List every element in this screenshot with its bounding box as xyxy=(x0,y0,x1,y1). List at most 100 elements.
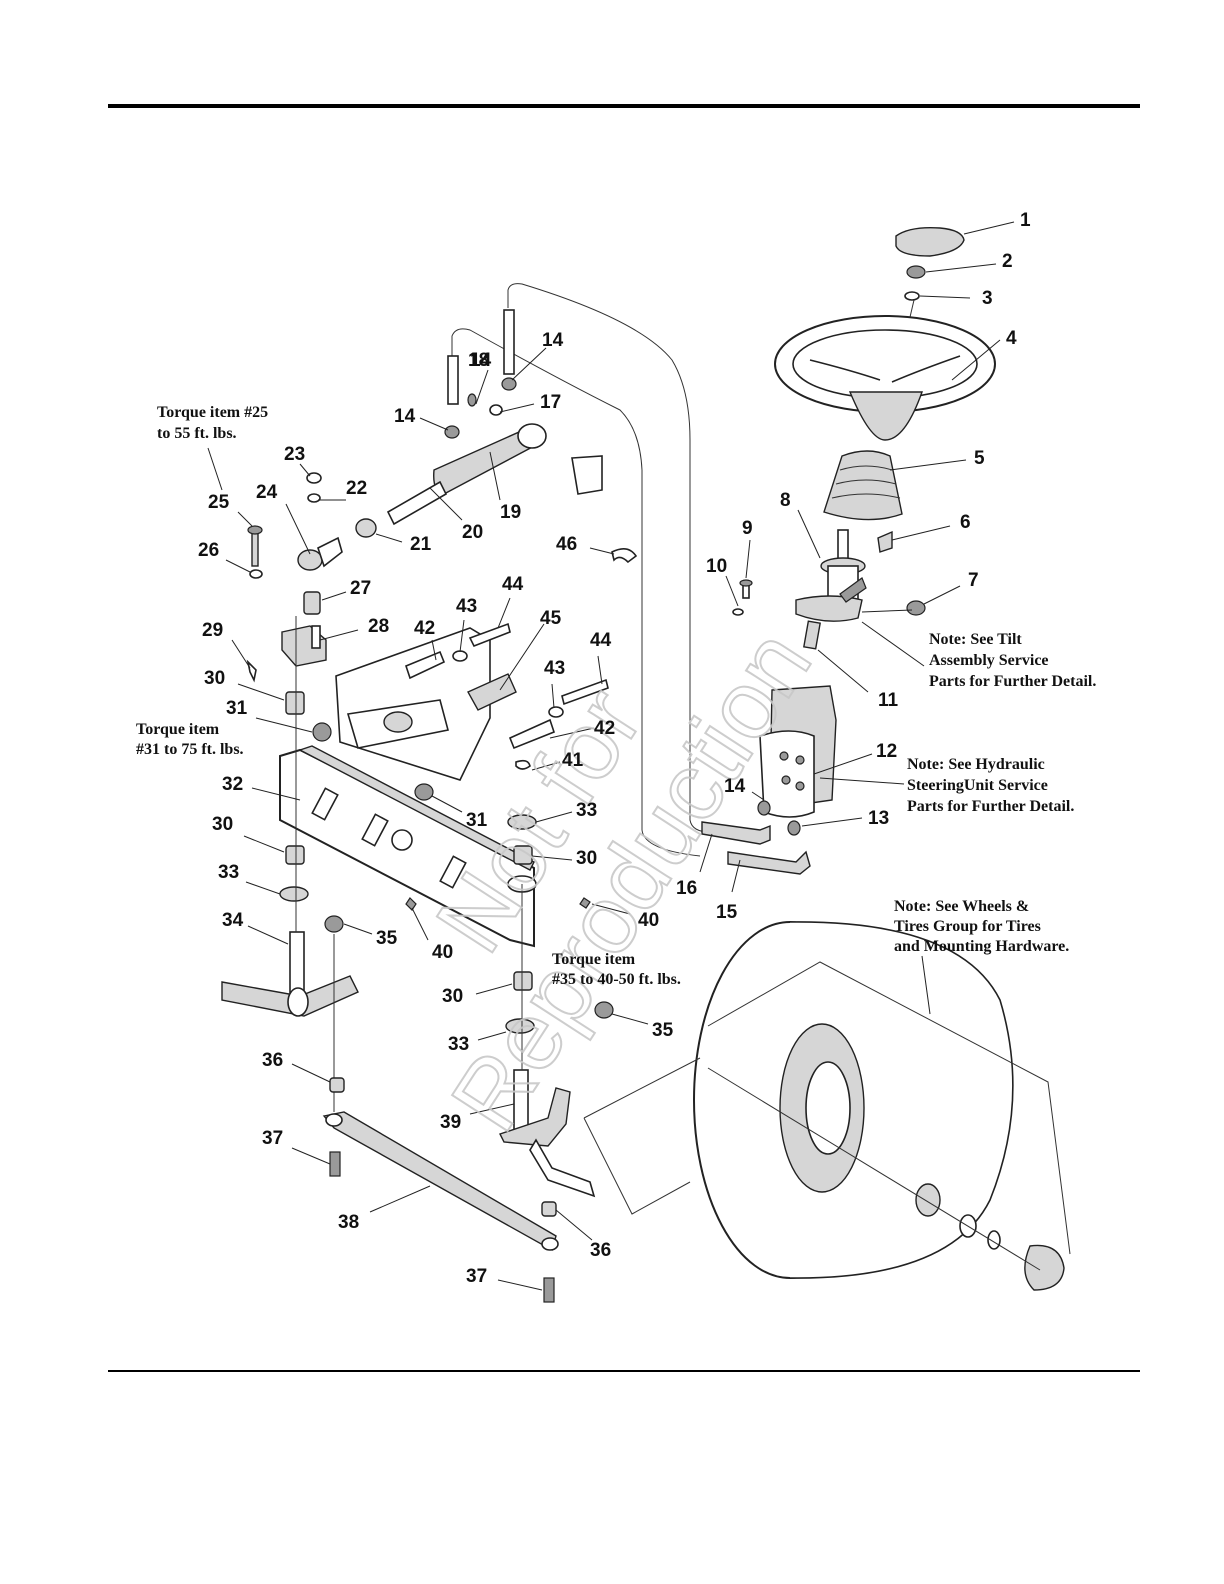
note-line: Torque item xyxy=(552,951,636,968)
axle-nut-31-right xyxy=(414,783,434,801)
lock-nut-35-right xyxy=(594,1001,614,1019)
callout: 35 xyxy=(652,1020,674,1041)
axle-pivot-bolts xyxy=(405,622,609,750)
callout: 34 xyxy=(222,910,244,931)
callout: 39 xyxy=(440,1112,461,1133)
callout: 16 xyxy=(676,878,697,899)
callout: 7 xyxy=(968,570,979,591)
callout: 8 xyxy=(780,490,791,511)
callout: 36 xyxy=(262,1050,283,1071)
spindle-hardware-stack xyxy=(247,472,343,615)
tie-rod-bushing-right xyxy=(541,1201,557,1217)
steering-hose-b xyxy=(444,355,460,439)
callout: 33 xyxy=(218,862,239,883)
callout: 32 xyxy=(222,774,243,795)
callout: 31 xyxy=(226,698,248,719)
note-line: to 55 ft. lbs. xyxy=(157,425,237,442)
callout: 3 xyxy=(982,288,993,309)
callout: 30 xyxy=(576,848,597,869)
callout: 9 xyxy=(742,518,753,539)
spindle-right xyxy=(499,1069,596,1198)
callout: 37 xyxy=(466,1266,487,1287)
note-line: Note: See Hydraulic xyxy=(907,756,1045,773)
callout: 38 xyxy=(338,1212,359,1233)
callout: 1 xyxy=(1020,210,1031,231)
callout: 41 xyxy=(562,750,584,771)
callout: 29 xyxy=(202,620,223,641)
callout: 6 xyxy=(960,512,971,533)
callout: 23 xyxy=(284,444,305,465)
steering-nut xyxy=(906,265,926,279)
callout: 35 xyxy=(376,928,398,949)
hose-fitting-right xyxy=(787,820,801,836)
callout: 33 xyxy=(448,1034,469,1055)
callout: 33 xyxy=(576,800,597,821)
torque-note-25: Torque item #25 to 55 ft. lbs. xyxy=(157,404,268,442)
wheel-tire-assembly xyxy=(693,921,1065,1291)
header-rule xyxy=(108,104,1140,108)
callout: 14 xyxy=(724,776,746,797)
leader-lines xyxy=(207,221,1015,1291)
spindle-left xyxy=(221,931,359,1017)
note-line: Assembly Service xyxy=(929,652,1049,669)
callout: 14 xyxy=(470,350,492,371)
callout: 31 xyxy=(466,810,488,831)
callout-labels: 1 2 3 4 5 6 7 8 9 10 11 12 13 14 14 14 1… xyxy=(198,210,1031,1287)
steering-cap xyxy=(895,226,965,257)
callout: 4 xyxy=(1006,328,1017,349)
note-line: Torque item xyxy=(136,721,220,738)
tie-rod-bolt-right xyxy=(543,1277,555,1303)
axle-nut-31-left xyxy=(312,722,332,742)
callout: 42 xyxy=(594,718,615,739)
hose-fitting-left xyxy=(757,800,771,816)
callout: 30 xyxy=(212,814,233,835)
note-line: #31 to 75 ft. lbs. xyxy=(136,741,244,758)
callout: 44 xyxy=(502,574,524,595)
note-line: Note: See Wheels & xyxy=(894,898,1029,915)
steering-arm xyxy=(281,625,327,667)
tilt-note: Note: See Tilt Assembly Service Parts fo… xyxy=(929,631,1096,690)
torque-note-31: Torque item #31 to 75 ft. lbs. xyxy=(136,721,244,758)
tie-rod xyxy=(322,1111,559,1252)
callout: 40 xyxy=(432,942,453,963)
footer-rule xyxy=(108,1370,1140,1372)
cylinder-washer xyxy=(489,404,503,416)
callout: 12 xyxy=(876,741,897,762)
tilt-washer xyxy=(732,608,744,616)
tilt-nut xyxy=(906,600,926,616)
callout: 30 xyxy=(442,986,463,1007)
note-line: Parts for Further Detail. xyxy=(907,798,1074,815)
note-line: #35 to 40-50 ft. lbs. xyxy=(552,971,681,988)
cylinder-pin xyxy=(467,393,477,407)
tilt-assembly xyxy=(795,529,867,622)
callout: 43 xyxy=(456,596,477,617)
grease-fittings xyxy=(405,897,591,911)
callout: 20 xyxy=(462,522,483,543)
callout: 11 xyxy=(878,690,899,711)
callout: 5 xyxy=(974,448,985,469)
hose-clip xyxy=(611,548,638,564)
front-axle xyxy=(279,745,537,948)
steering-wheel xyxy=(774,315,996,441)
snap-ring xyxy=(515,759,531,770)
callout: 21 xyxy=(410,534,432,555)
wheel-note-bracket xyxy=(583,961,1071,1255)
axle-mount-bracket xyxy=(335,627,491,781)
callout: 15 xyxy=(716,902,738,923)
note-line: Tires Group for Tires xyxy=(894,918,1041,935)
hydraulic-hose-routing xyxy=(451,283,711,857)
callout: 46 xyxy=(556,534,577,555)
callout: 14 xyxy=(394,406,416,427)
callout: 42 xyxy=(414,618,435,639)
lock-nut-35-left xyxy=(324,915,344,933)
hydraulic-note: Note: See Hydraulic SteeringUnit Service… xyxy=(907,756,1074,815)
cotter-key xyxy=(246,659,257,683)
hydraulic-hose-16 xyxy=(701,821,771,845)
callout: 40 xyxy=(638,910,659,931)
tilt-pin xyxy=(877,530,893,553)
torque-note-35: Torque item #35 to 40-50 ft. lbs. xyxy=(552,951,681,988)
callout: 18 xyxy=(468,350,489,371)
note-line: and Mounting Hardware. xyxy=(894,938,1069,955)
callout: 13 xyxy=(868,808,889,829)
